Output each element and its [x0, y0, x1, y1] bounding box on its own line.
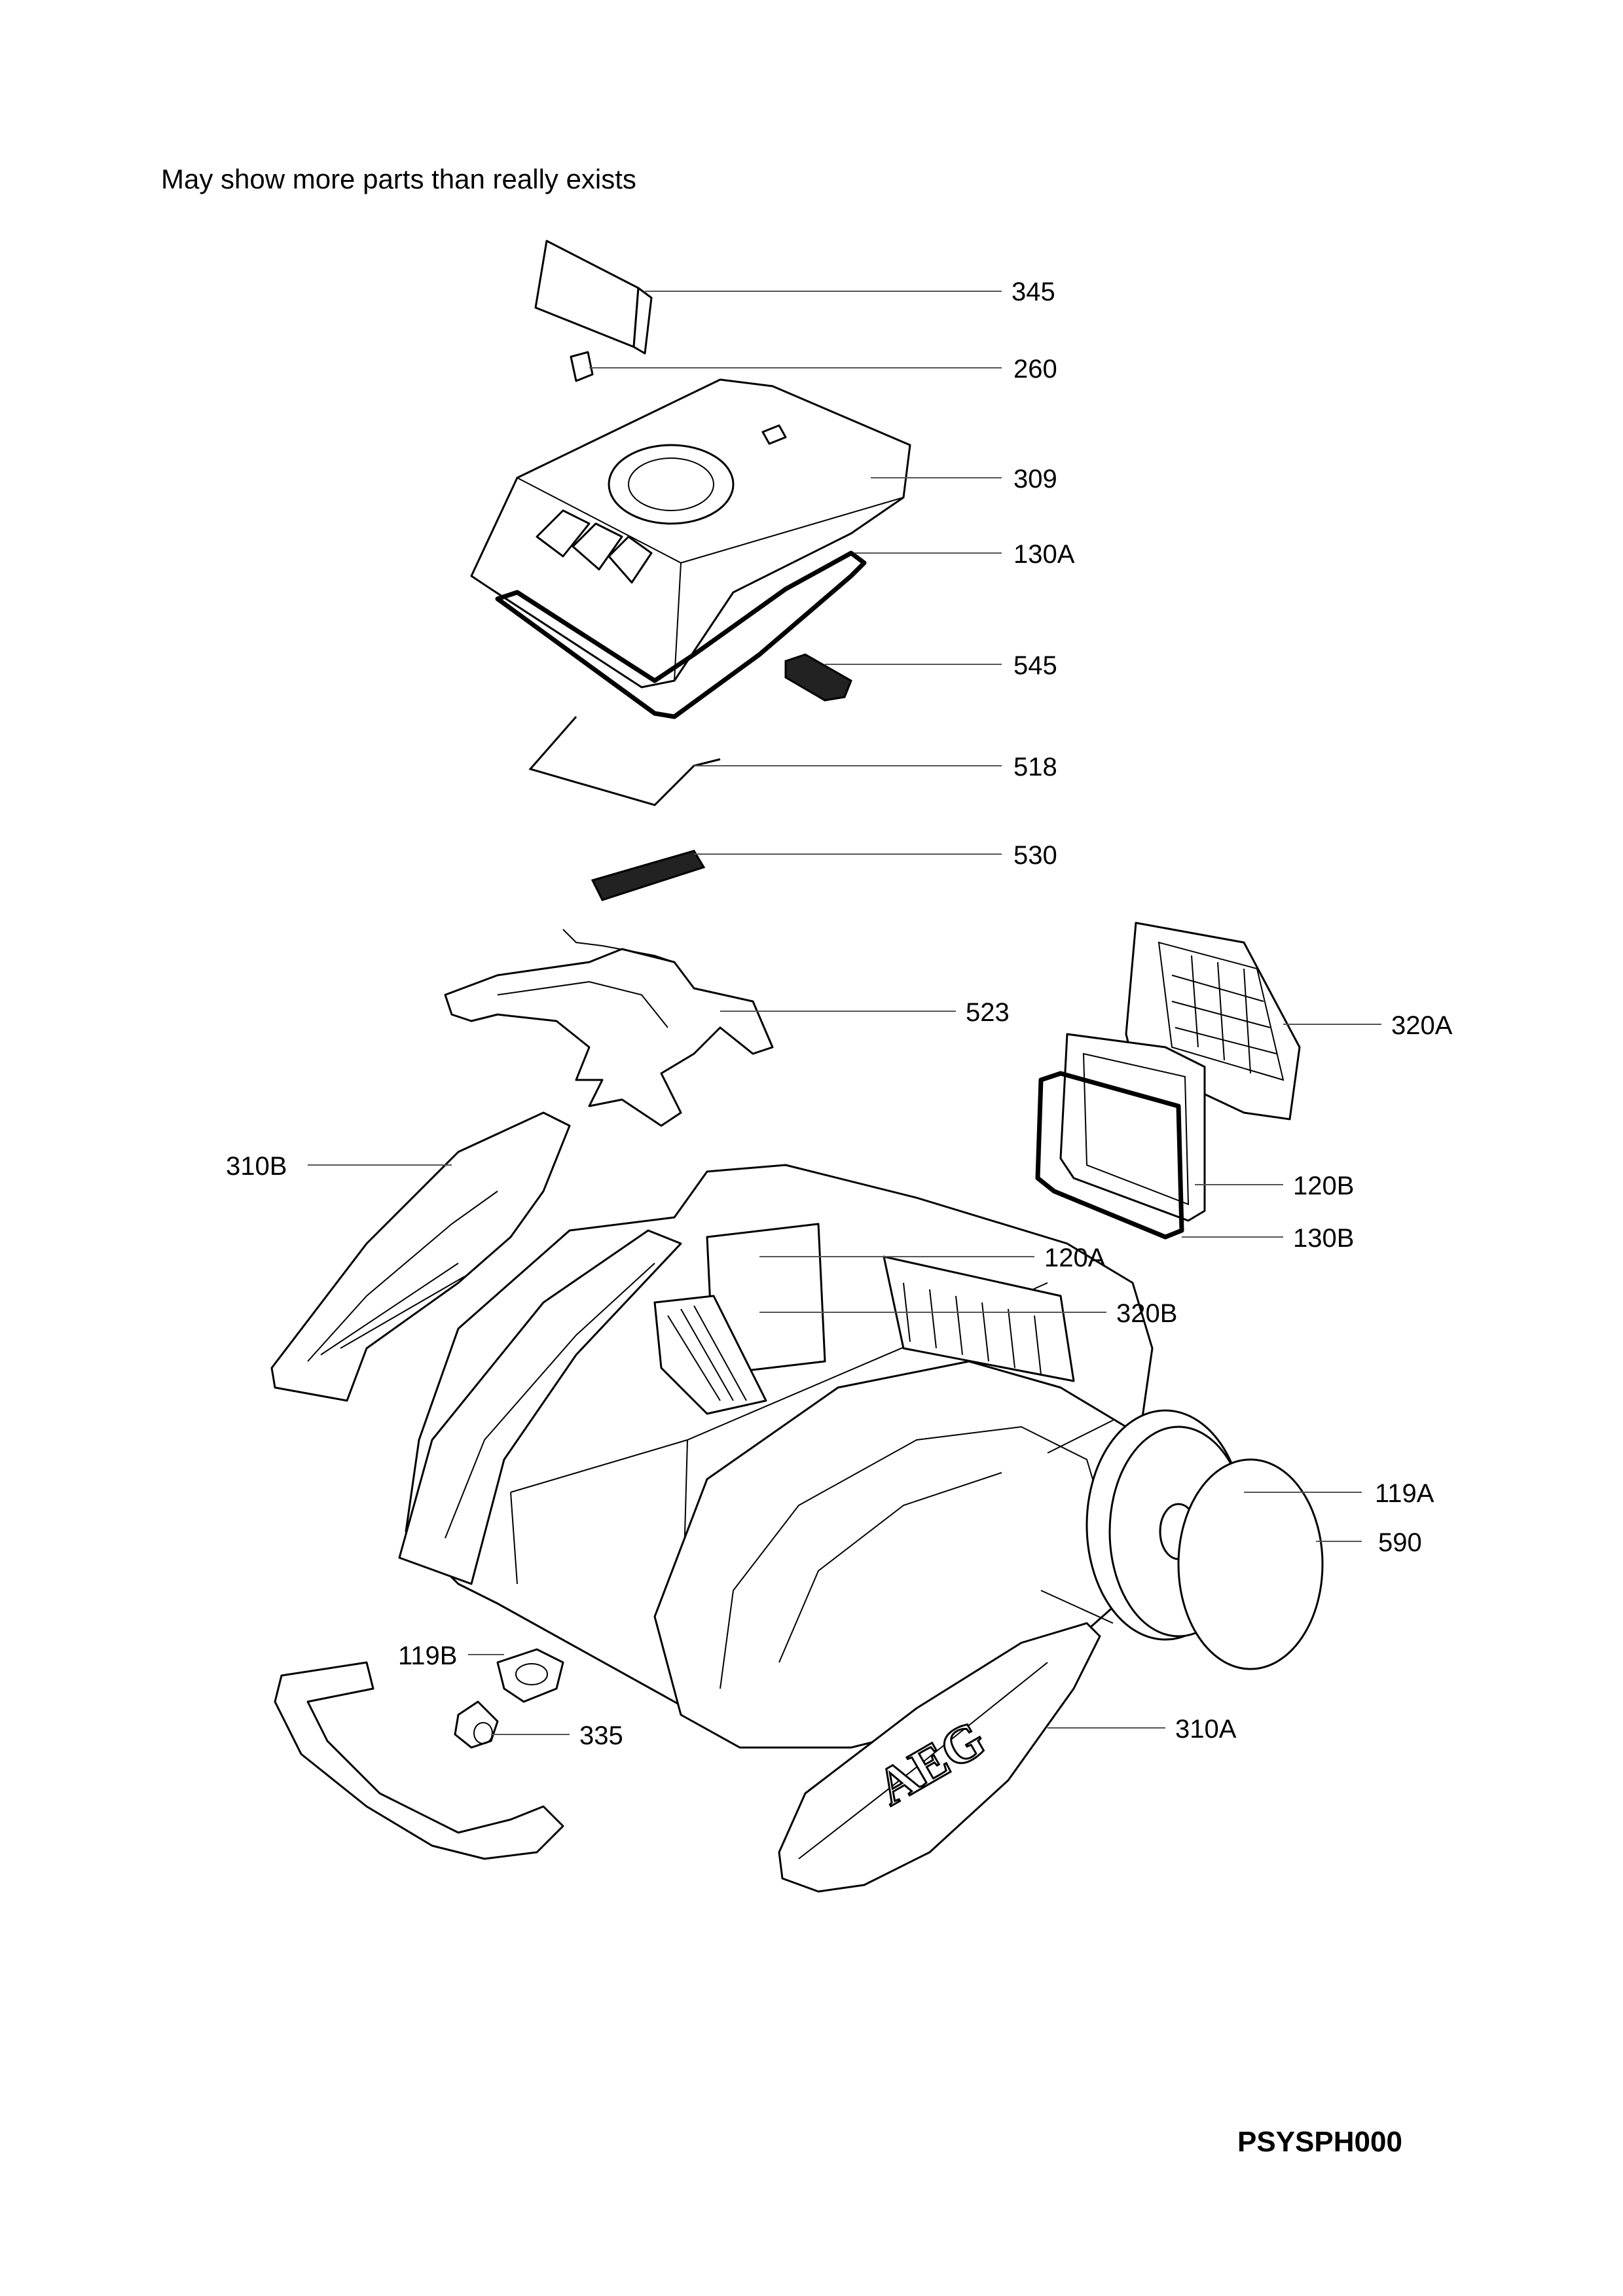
- part-handle-drawing: [274, 1661, 564, 1860]
- callout-label: 545: [1013, 651, 1057, 680]
- callout-label: 310A: [1175, 1715, 1237, 1744]
- callout-label: 590: [1378, 1528, 1422, 1557]
- callout-label: 530: [1013, 841, 1057, 870]
- diagram-code: PSYSPH000: [1237, 2126, 1402, 2158]
- part-335-drawing: [454, 1700, 499, 1749]
- callout-label: 320A: [1391, 1011, 1453, 1040]
- callout-labels: 345 260 309 130A 545 518 530 523 320A 31…: [226, 278, 1453, 1750]
- part-130B-drawing: [1035, 1071, 1184, 1240]
- callout-label: 130B: [1293, 1224, 1354, 1253]
- callout-label: 309: [1013, 465, 1057, 493]
- part-530-drawing: [591, 850, 706, 901]
- part-309-drawing: [470, 378, 911, 689]
- part-119B-drawing: [496, 1648, 564, 1703]
- part-130A-drawing: [495, 550, 867, 719]
- part-523-drawing: [444, 929, 774, 1127]
- part-left-side-panel-drawing: [398, 1229, 682, 1585]
- callout-label: 518: [1013, 753, 1057, 781]
- callout-label: 119B: [398, 1641, 457, 1670]
- callout-label: 120B: [1293, 1172, 1354, 1200]
- callout-label: 345: [1012, 278, 1055, 306]
- callout-label: 120A: [1044, 1244, 1106, 1272]
- part-310B-drawing: [270, 1111, 571, 1402]
- callout-label: 320B: [1116, 1299, 1177, 1328]
- part-590-drawing: [1177, 1458, 1324, 1670]
- part-345-drawing: [534, 240, 653, 355]
- part-120B-drawing: [1059, 1033, 1206, 1222]
- callout-label: 310B: [226, 1152, 287, 1181]
- callout-label: 130A: [1013, 540, 1075, 569]
- callout-label: 119A: [1375, 1479, 1434, 1508]
- part-310A-drawing: [778, 1622, 1101, 1893]
- diagram-note: May show more parts than really exists: [161, 164, 636, 194]
- callout-label: 260: [1013, 355, 1057, 384]
- leader-lines: [308, 291, 1381, 1735]
- callout-label: 335: [579, 1721, 623, 1750]
- part-518-drawing: [528, 716, 721, 806]
- part-260-drawing: [570, 351, 594, 382]
- callout-label: 523: [966, 998, 1010, 1027]
- part-545-drawing: [784, 653, 852, 702]
